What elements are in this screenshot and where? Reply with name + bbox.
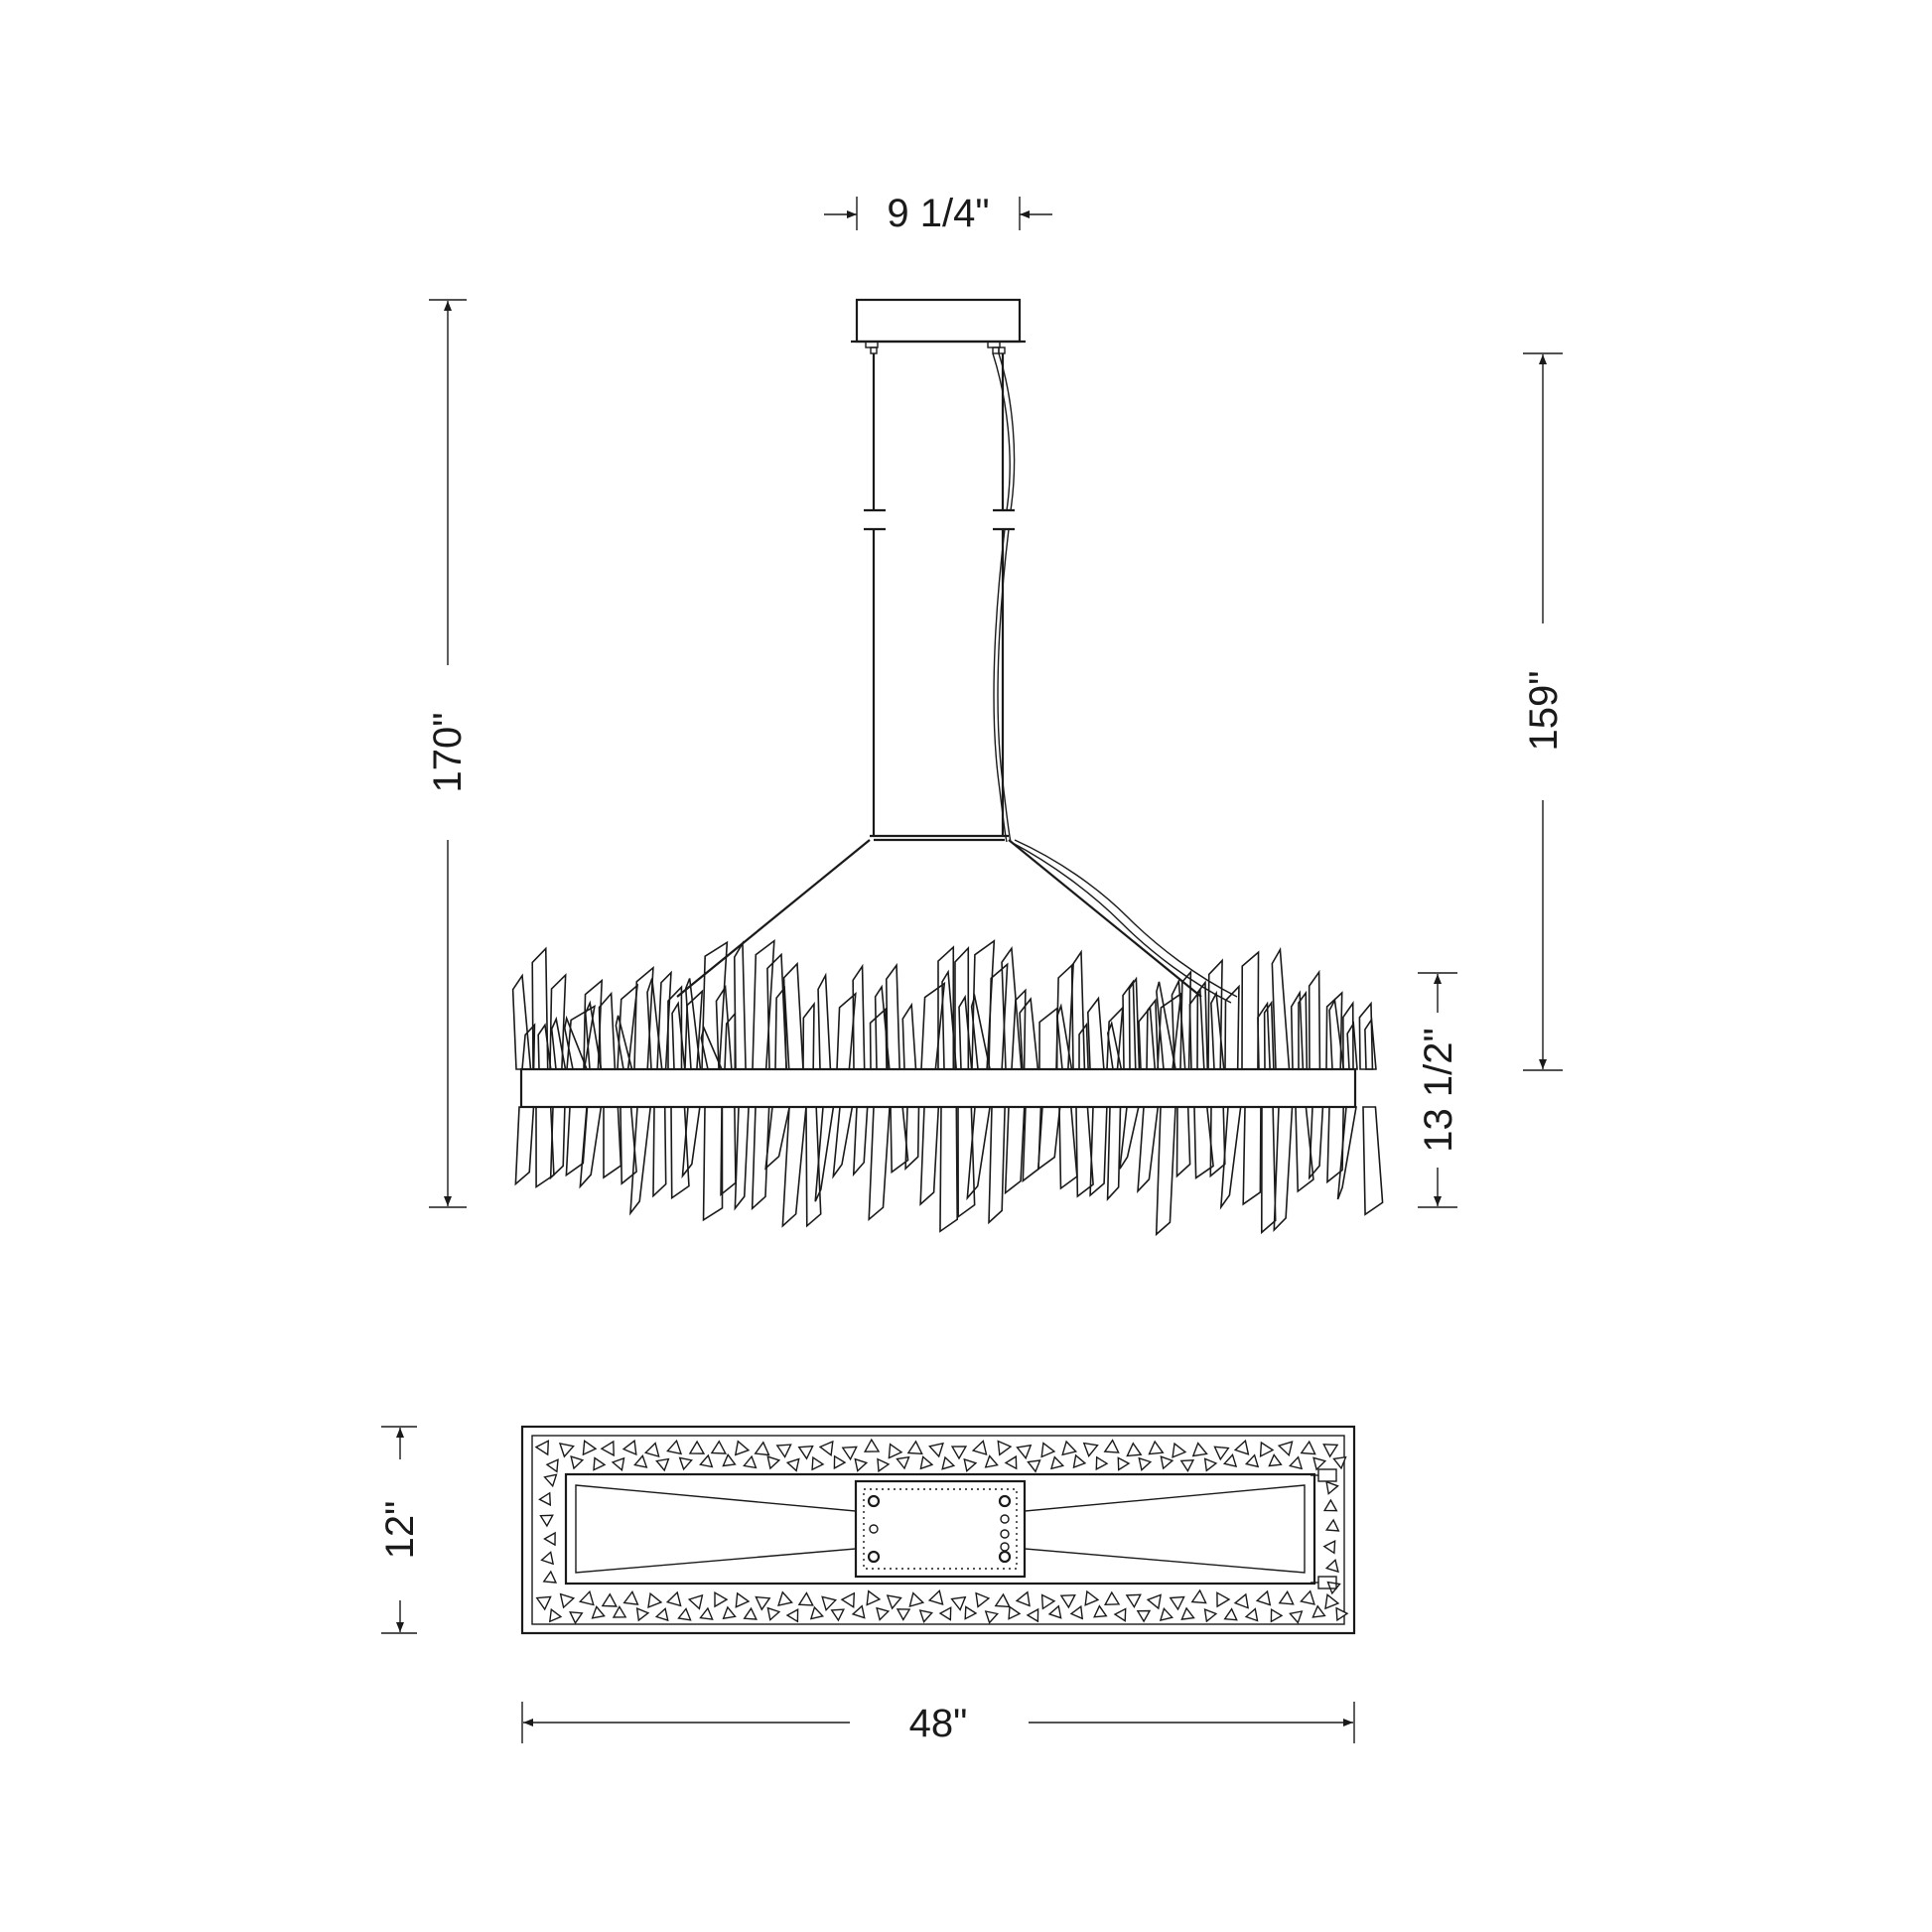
body-height-label: 13 1/2" [1417, 1028, 1460, 1152]
canopy [855, 298, 1022, 344]
center-hub [676, 834, 1202, 998]
dimension-canopy-width: 9 1/4" [824, 192, 1052, 235]
crystal-array [511, 938, 1384, 1237]
dimension-cable-length: 159" [1522, 352, 1566, 1071]
plan-end-connectors [1311, 1468, 1337, 1589]
dimension-length: 48" [521, 1702, 1355, 1745]
plan-center-opening [564, 1472, 1316, 1586]
overall-height-label: 170" [426, 713, 470, 793]
body-bar [519, 1067, 1357, 1109]
cable-length-label: 159" [1522, 671, 1566, 752]
canopy-width-label: 9 1/4" [887, 192, 989, 235]
front-elevation-view [511, 298, 1384, 1237]
depth-label: 12" [378, 1501, 422, 1560]
suspension-cables [864, 353, 1015, 836]
plan-driver-box [854, 1479, 1027, 1579]
length-label: 48" [909, 1702, 968, 1745]
dimension-body-height: 13 1/2" [1417, 972, 1460, 1208]
canopy-studs [865, 341, 1006, 354]
plan-light-channels [575, 1484, 1306, 1574]
bottom-plan-view [520, 1425, 1356, 1635]
dimension-depth: 12" [378, 1426, 422, 1634]
plan-outer-frame [520, 1425, 1356, 1635]
power-cord [992, 352, 1238, 1004]
plan-crystal-pattern [534, 1438, 1349, 1625]
plan-inner-frame [531, 1435, 1345, 1625]
dimension-overall-height: 170" [426, 299, 470, 1208]
